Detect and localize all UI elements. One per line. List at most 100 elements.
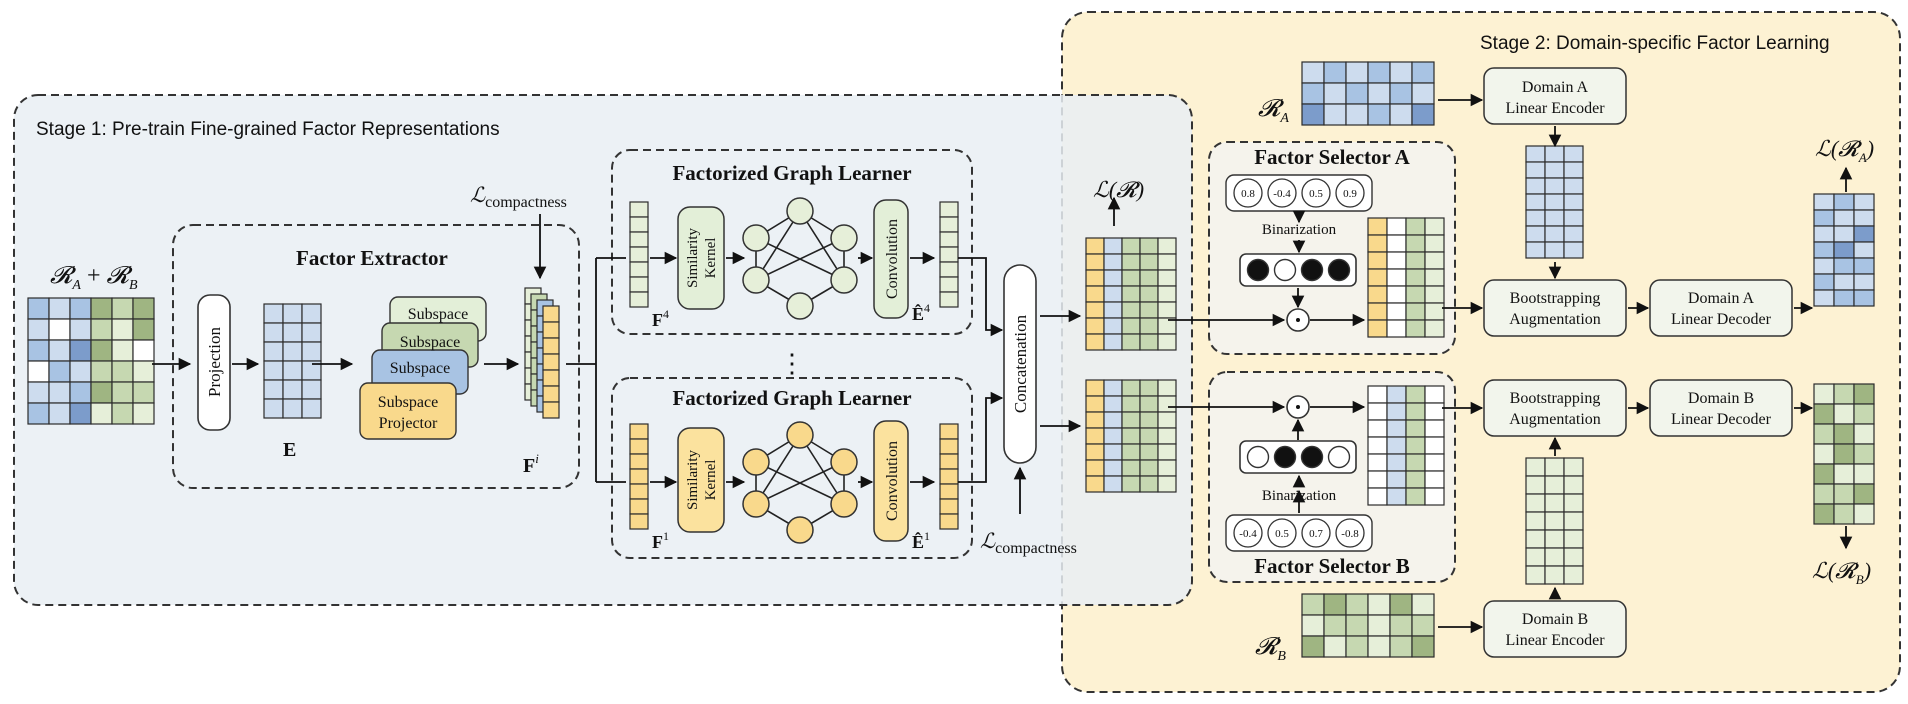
- selected-cell: [1386, 453, 1407, 472]
- embedding-cell: [1563, 177, 1584, 195]
- embedding-cell: [1525, 193, 1546, 211]
- overall-loss: ℒ(𝓡): [1093, 177, 1144, 202]
- rating-cell: [1411, 103, 1435, 126]
- factor-cell: [542, 369, 560, 387]
- reconstruction-cell: [1853, 193, 1875, 211]
- f1-vector: [629, 423, 649, 530]
- embedding-cell: [263, 379, 284, 400]
- rating-cell: [69, 381, 92, 404]
- reconstruction-cell: [1853, 209, 1875, 227]
- reconstruction-cell: [1833, 257, 1855, 275]
- embedding-cell: [282, 341, 303, 362]
- selected-cell: [1405, 436, 1426, 455]
- rating-cell: [1345, 103, 1369, 126]
- e1-vector: [939, 423, 959, 530]
- rating-cell: [1389, 61, 1413, 84]
- domain-a-encoder-line1: Domain A: [1522, 79, 1589, 96]
- embedding-cell: [282, 322, 303, 343]
- domain-b-reconstruction: [1813, 383, 1875, 525]
- selected-cell: [1386, 217, 1407, 236]
- embedding-cell: [1563, 457, 1584, 477]
- rating-cell: [48, 402, 71, 425]
- mask-dot: [1327, 258, 1351, 282]
- rating-cell: [132, 318, 155, 341]
- arrow-icon: [566, 257, 626, 483]
- graph-node: [786, 421, 814, 449]
- factor-cell: [1121, 317, 1141, 335]
- concat-matrix-top: [1085, 237, 1177, 351]
- rating-cell: [1389, 593, 1413, 616]
- factor-cell: [1085, 253, 1105, 271]
- rating-cell: [1323, 614, 1347, 637]
- rating-cell: [1301, 103, 1325, 126]
- domain-a-encoder: [1483, 67, 1627, 125]
- rating-cell: [1389, 103, 1413, 126]
- embedding-cell: [1563, 475, 1584, 495]
- factor-cell: [1121, 253, 1141, 271]
- rating-cell: [1411, 82, 1435, 105]
- embedding-cell: [1544, 511, 1565, 531]
- reconstruction-cell: [1853, 423, 1875, 445]
- reconstruction-cell: [1833, 241, 1855, 259]
- reconstruction-cell: [1813, 403, 1835, 425]
- arrow-icon: [958, 257, 1004, 337]
- e4-vector: [939, 201, 959, 308]
- factor-cell: [629, 231, 649, 248]
- rating-cell: [1323, 61, 1347, 84]
- factor-cell: [629, 291, 649, 308]
- reconstruction-cell: [1833, 383, 1855, 405]
- factor-cell: [1139, 443, 1159, 461]
- embedding-cell: [1563, 565, 1584, 585]
- graph-node: [742, 490, 770, 518]
- selected-cell: [1367, 419, 1388, 438]
- selected-cell: [1405, 234, 1426, 253]
- embedding-cell: [1525, 475, 1546, 495]
- embedding-cell: [1525, 209, 1546, 227]
- reconstruction-cell: [1833, 503, 1855, 525]
- selected-cell: [1367, 217, 1388, 236]
- factor-cell: [939, 231, 959, 248]
- factor-cell: [629, 438, 649, 455]
- factor-cell: [1085, 317, 1105, 335]
- factor-cell: [1157, 459, 1177, 477]
- selected-cell: [1367, 385, 1388, 404]
- weight-circle: [1233, 178, 1263, 208]
- reconstruction-cell: [1833, 463, 1855, 485]
- reconstruction-cell: [1813, 209, 1835, 227]
- reconstruction-cell: [1813, 225, 1835, 243]
- rating-cell: [1323, 635, 1347, 658]
- selected-cell: [1405, 470, 1426, 489]
- embedding-label: E: [283, 439, 296, 461]
- rating-cell: [27, 381, 50, 404]
- factor-cell: [939, 498, 959, 515]
- factor-selector-a-title: Factor Selector A: [1254, 145, 1410, 169]
- reconstruction-cell: [1853, 383, 1875, 405]
- embedding-cell: [1544, 161, 1565, 179]
- weight-circle: [1267, 518, 1297, 548]
- rating-cell: [90, 297, 113, 320]
- factor-cell: [939, 453, 959, 470]
- embedding-cell: [301, 303, 322, 324]
- embedding-cell: [1525, 493, 1546, 513]
- factor-cell: [629, 453, 649, 470]
- rating-cell: [111, 297, 134, 320]
- selected-cell: [1424, 302, 1445, 321]
- factor-cell: [1121, 411, 1141, 429]
- reconstruction-cell: [1833, 423, 1855, 445]
- embedding-cell: [1525, 161, 1546, 179]
- subspace-label-3: Subspace: [390, 360, 450, 377]
- reconstruction-cell: [1833, 443, 1855, 465]
- rating-cell: [132, 339, 155, 362]
- mask-dot: [1327, 445, 1351, 469]
- subspace-label-1: Subspace: [408, 306, 468, 323]
- factor-cell: [1103, 317, 1123, 335]
- similarity-kernel-bottom-line2: Kernel: [703, 460, 719, 501]
- e1-label: Ê1: [912, 529, 930, 552]
- domain-b-rating-matrix: [1301, 593, 1435, 658]
- factor-cell: [1085, 285, 1105, 303]
- factor-extractor-box: [172, 224, 580, 489]
- domain-b-encoder-line1: Domain B: [1522, 611, 1588, 628]
- similarity-kernel-top: [677, 206, 725, 310]
- factor-cell: [939, 276, 959, 293]
- weight-value: 0.9: [1343, 188, 1357, 200]
